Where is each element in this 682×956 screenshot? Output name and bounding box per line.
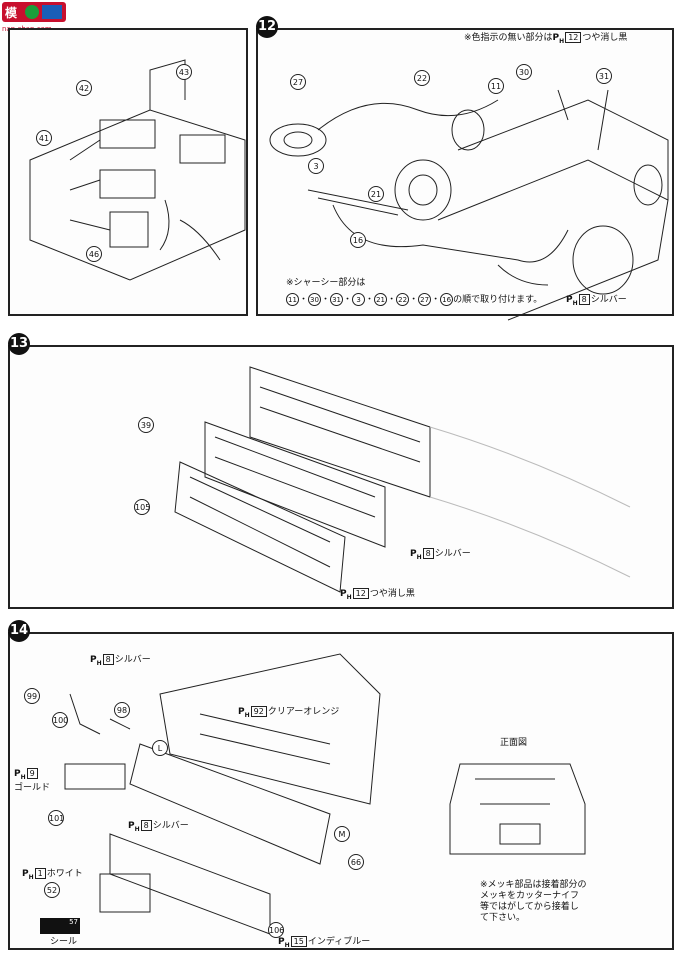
part-22: 22 <box>414 70 430 86</box>
svg-text:模: 模 <box>5 5 18 20</box>
seal-sticker: 57 <box>40 918 80 934</box>
part-105: 105 <box>134 499 150 515</box>
part-31: 31 <box>596 68 612 84</box>
part-11: 11 <box>488 78 504 94</box>
part-98: 98 <box>114 702 130 718</box>
seq-21: 21 <box>374 293 388 306</box>
part-99: 99 <box>24 688 40 704</box>
plating-note: ※メッキ部品は接着部分の メッキをカッターナイフ 等ではがしてから接着し て下さ… <box>480 880 587 923</box>
part-52: 52 <box>44 882 60 898</box>
part-100: 100 <box>52 712 68 728</box>
mark-L: L <box>152 740 168 756</box>
step-number: 12 <box>256 16 278 38</box>
part-46: 46 <box>86 246 102 262</box>
part-16: 16 <box>350 232 366 248</box>
part-27: 27 <box>290 74 306 90</box>
step-11-panel: 41 42 43 46 <box>8 28 248 316</box>
part-3: 3 <box>308 158 324 174</box>
step-number: 13 <box>8 333 30 355</box>
bumper-drawing <box>174 366 631 593</box>
part-41: 41 <box>36 130 52 146</box>
part-21: 21 <box>368 186 384 202</box>
seq-30: 30 <box>308 293 322 306</box>
seq-27: 27 <box>418 293 432 306</box>
part-66: 66 <box>348 854 364 870</box>
part-30: 30 <box>516 64 532 80</box>
part-43: 43 <box>176 64 192 80</box>
front-view-label: 正面図 <box>500 738 528 748</box>
part-106: 106 <box>268 922 284 938</box>
seq-31: 31 <box>330 293 344 306</box>
mark-M: M <box>334 826 350 842</box>
seq-22: 22 <box>396 293 410 306</box>
seq-11: 11 <box>286 293 299 306</box>
seq-3: 3 <box>352 293 366 306</box>
step-number: 14 <box>8 620 30 642</box>
chassis-drawing <box>269 89 669 321</box>
part-101: 101 <box>48 810 64 826</box>
part-39: 39 <box>138 417 154 433</box>
step-11-drawing <box>29 59 246 281</box>
part-42: 42 <box>76 80 92 96</box>
seal-label: シール <box>50 937 78 947</box>
seq-16: 16 <box>440 293 454 306</box>
front-bumper-drawing <box>64 653 586 935</box>
